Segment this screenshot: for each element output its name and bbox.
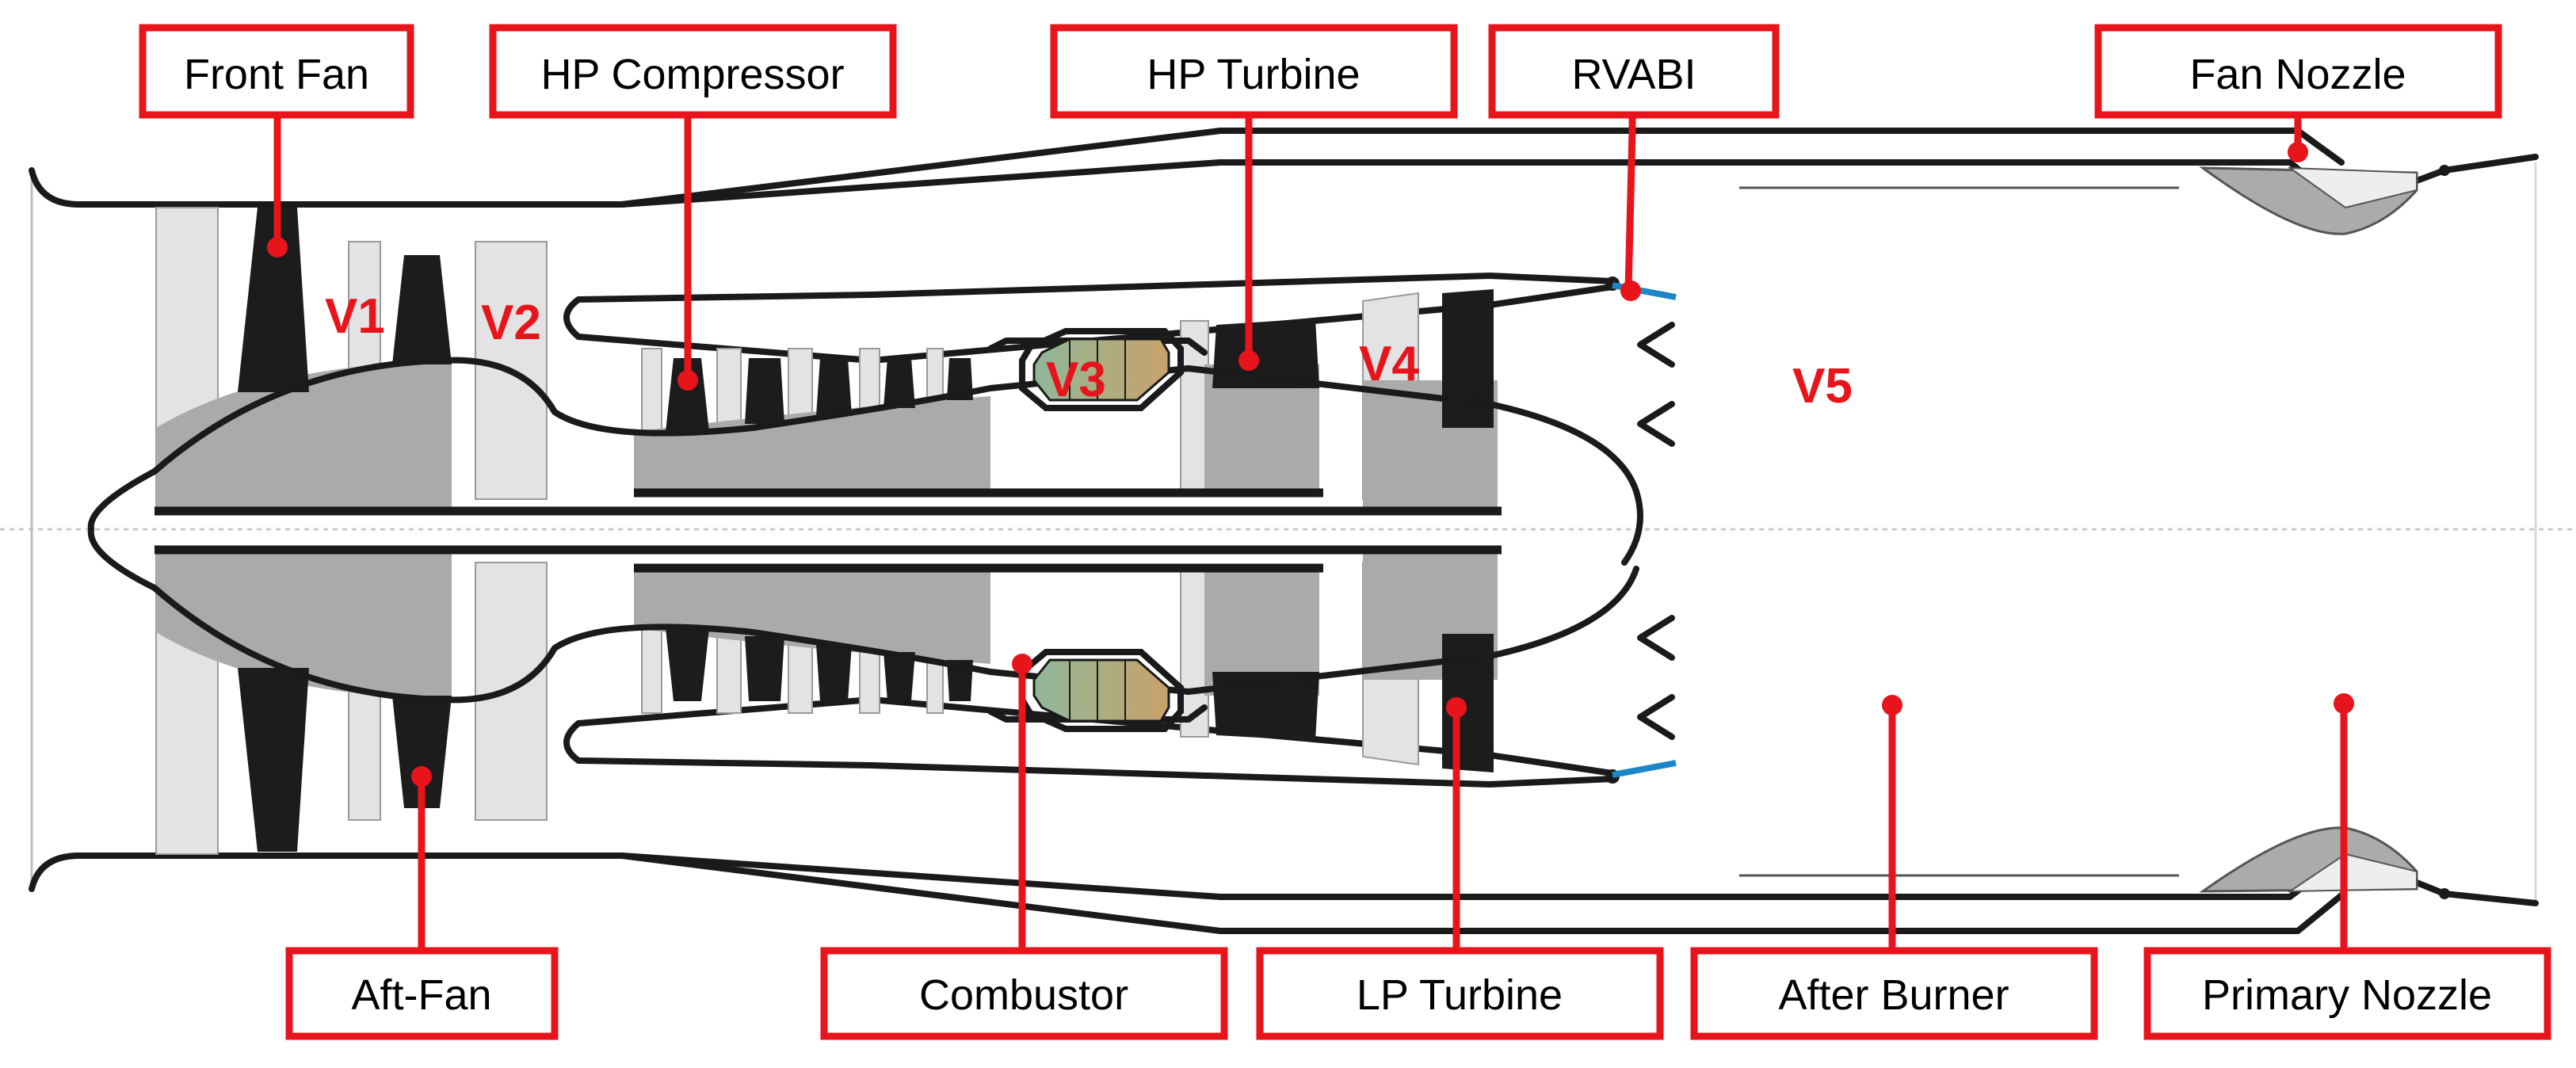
callout-lp-turbine: LP Turbine [1256,947,1664,1040]
callout-combustor: Combustor [820,947,1228,1040]
after-burner-label: After Burner [1778,971,2009,1019]
callout-fan-nozzle: Fan Nozzle [2094,24,2502,119]
station-v4-label: V4 [1359,337,1419,391]
combustor-label: Combustor [919,971,1128,1019]
lp-turbine-label: LP Turbine [1357,971,1563,1019]
flame-holders [1637,322,1675,740]
callout-hp-compressor: HP Compressor [489,24,897,119]
callout-primary-nozzle: Primary Nozzle [2143,947,2551,1040]
callout-front-fan: Front Fan [139,24,414,119]
callout-hp-turbine: HP Turbine [1050,24,1458,119]
callout-after-burner: After Burner [1690,947,2098,1040]
rvabi-label: RVABI [1571,51,1696,98]
callout-rvabi: RVABI [1488,24,1780,119]
aft-fan-label: Aft-Fan [351,971,491,1019]
hp-compressor-label: HP Compressor [540,51,844,98]
station-v1-label: V1 [325,289,385,344]
hp-turbine-label: HP Turbine [1147,51,1360,98]
station-v5-label: V5 [1792,359,1853,414]
primary-nozzle-label: Primary Nozzle [2202,971,2492,1019]
engine-shafts [155,488,1502,573]
front-fan-label: Front Fan [184,51,369,98]
station-v3-label: V3 [1046,353,1106,407]
station-v2-label: V2 [481,296,541,350]
leader-lines [273,115,2348,951]
outer-casing [29,128,2539,934]
fan-nozzle-label: Fan Nozzle [2189,51,2406,98]
rotor-blades [238,208,1494,852]
leader-dots [267,142,2354,787]
callout-aft-fan: Aft-Fan [285,947,559,1040]
